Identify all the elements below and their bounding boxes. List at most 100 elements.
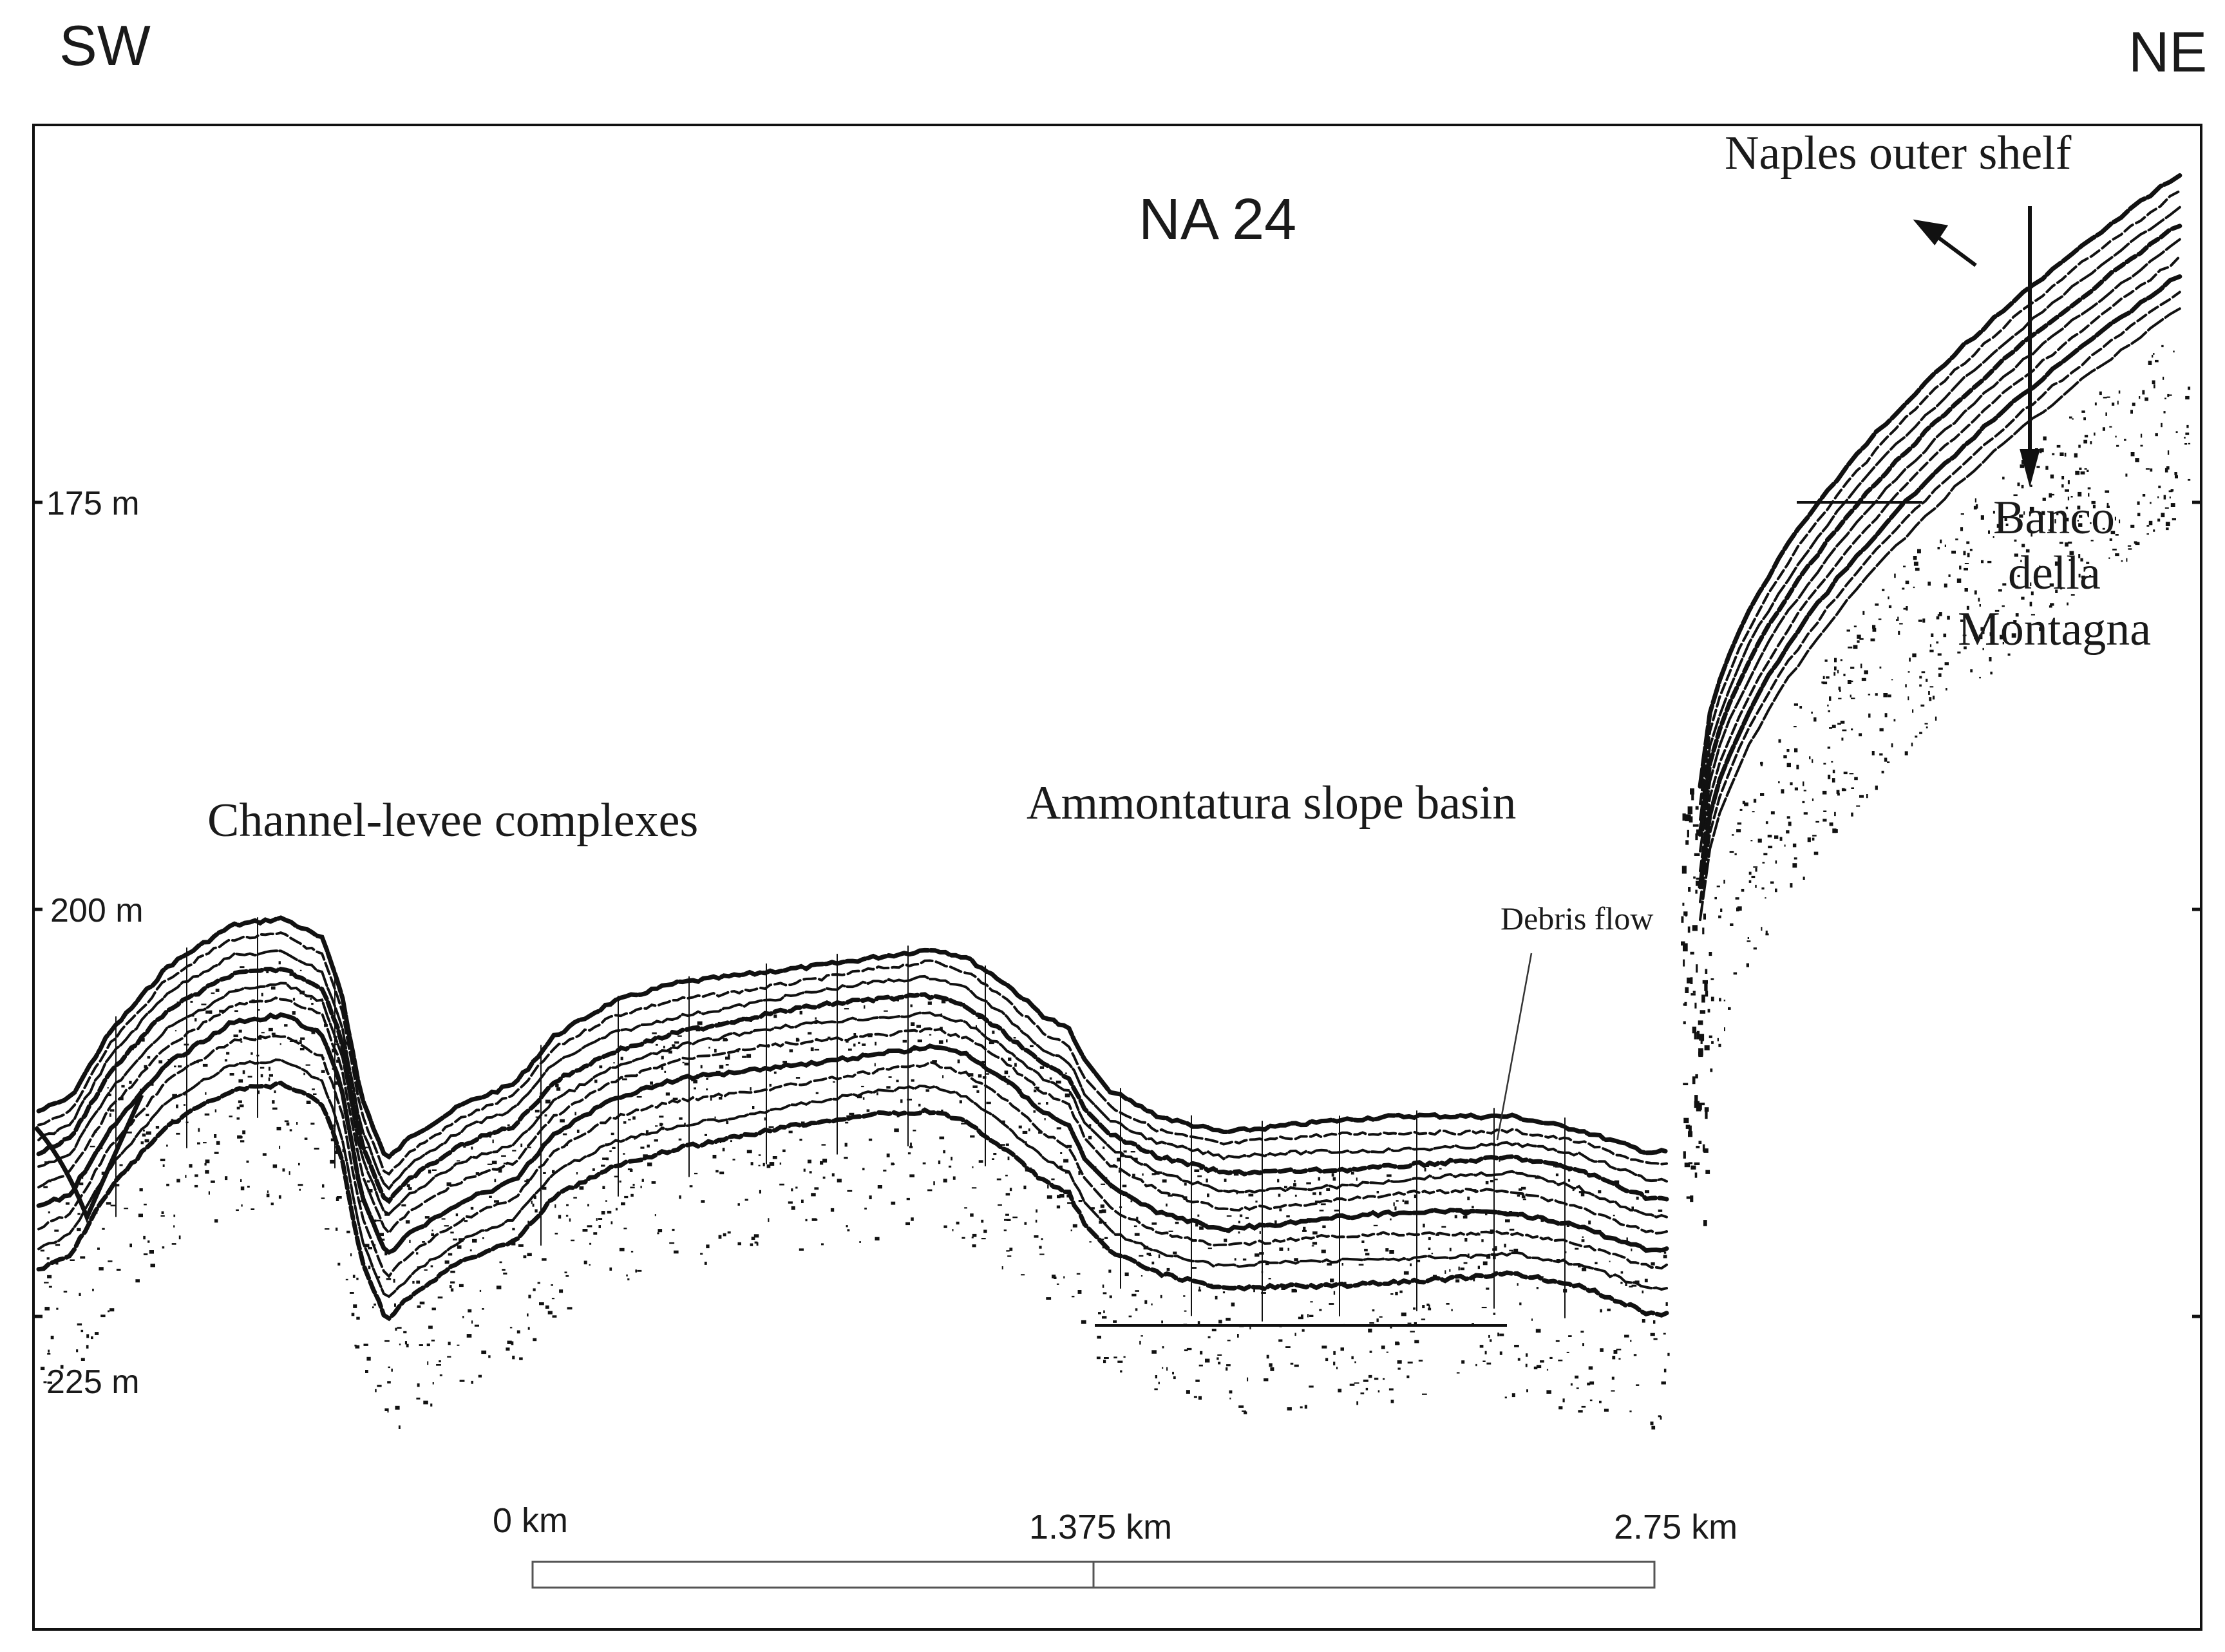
noise-dot bbox=[1663, 1369, 1667, 1372]
noise-dot bbox=[1533, 1366, 1538, 1370]
noise-dot bbox=[176, 1179, 180, 1182]
noise-dot bbox=[970, 1213, 974, 1217]
noise-dot bbox=[928, 998, 931, 1001]
noise-dot bbox=[184, 1104, 185, 1106]
noise-dot bbox=[355, 1345, 360, 1349]
noise-dot bbox=[1110, 1186, 1115, 1189]
noise-dot bbox=[1854, 777, 1858, 781]
noise-dot bbox=[1884, 713, 1888, 717]
noise-dot bbox=[1705, 969, 1708, 974]
noise-dot bbox=[1851, 698, 1855, 699]
noise-dot bbox=[176, 1132, 180, 1135]
noise-dot bbox=[1915, 736, 1918, 738]
noise-dot bbox=[502, 1269, 506, 1271]
noise-dot bbox=[939, 1136, 945, 1139]
noise-dot bbox=[1294, 1364, 1299, 1367]
noise-dot bbox=[1256, 1226, 1258, 1228]
noise-dot bbox=[1302, 1329, 1305, 1332]
noise-dot bbox=[1850, 694, 1851, 698]
noise-dot bbox=[1386, 1351, 1388, 1353]
noise-dot bbox=[647, 1144, 650, 1148]
noise-speckle bbox=[40, 345, 2191, 1430]
noise-dot bbox=[386, 1278, 392, 1280]
noise-dot bbox=[1354, 1361, 1356, 1363]
noise-dot bbox=[1947, 616, 1950, 620]
noise-dot bbox=[814, 1187, 819, 1190]
noise-dot bbox=[1575, 1375, 1579, 1379]
noise-dot bbox=[1838, 698, 1842, 699]
noise-dot bbox=[395, 1405, 400, 1410]
noise-dot bbox=[2079, 468, 2082, 470]
noise-dot bbox=[2087, 470, 2089, 472]
noise-dot bbox=[1803, 812, 1808, 815]
noise-dot bbox=[2117, 401, 2119, 405]
noise-dot bbox=[1218, 1320, 1222, 1324]
noise-dot bbox=[322, 1057, 325, 1059]
shelf-reflector-line bbox=[1699, 205, 2181, 821]
noise-dot bbox=[941, 1000, 946, 1003]
noise-dot bbox=[395, 1327, 397, 1331]
noise-dot bbox=[1938, 673, 1942, 677]
noise-dot bbox=[722, 1148, 725, 1152]
noise-dot bbox=[119, 1164, 123, 1166]
noise-dot bbox=[1753, 866, 1758, 868]
noise-dot bbox=[640, 1146, 645, 1149]
noise-dot bbox=[1363, 1380, 1368, 1382]
noise-dot bbox=[368, 1266, 371, 1269]
noise-dot bbox=[240, 1140, 245, 1143]
noise-dot bbox=[2188, 442, 2191, 444]
noise-dot bbox=[147, 1056, 151, 1059]
noise-dot bbox=[240, 1186, 245, 1191]
noise-dot bbox=[704, 1262, 707, 1265]
noise-dot bbox=[2078, 491, 2082, 497]
noise-dot bbox=[1750, 840, 1753, 842]
noise-dot bbox=[1467, 1253, 1470, 1256]
noise-dot bbox=[1683, 943, 1688, 952]
noise-dot bbox=[1710, 996, 1714, 1002]
noise-dot bbox=[1307, 1218, 1312, 1220]
noise-dot bbox=[298, 1163, 300, 1166]
noise-dot bbox=[589, 1242, 592, 1245]
noise-dot bbox=[589, 1264, 591, 1266]
noise-dot bbox=[1326, 1188, 1330, 1191]
shelf-reflector-line bbox=[1698, 223, 2182, 837]
noise-dot bbox=[1007, 1255, 1012, 1257]
noise-dot bbox=[1428, 1248, 1431, 1250]
noise-dot bbox=[2089, 575, 2092, 577]
noise-dot bbox=[384, 1213, 390, 1216]
noise-dot bbox=[190, 1000, 193, 1003]
noise-dot bbox=[764, 1117, 766, 1121]
noise-dot bbox=[1688, 1131, 1693, 1137]
noise-dot bbox=[1294, 1258, 1298, 1262]
noise-dot bbox=[544, 1114, 547, 1117]
noise-dot bbox=[620, 1056, 623, 1061]
noise-dot bbox=[369, 1175, 372, 1178]
noise-dot bbox=[1449, 1269, 1451, 1272]
noise-dot bbox=[1056, 1283, 1059, 1285]
noise-dot bbox=[1197, 1214, 1200, 1217]
noise-dot bbox=[1057, 1195, 1061, 1199]
noise-dot bbox=[466, 1334, 472, 1338]
noise-dot bbox=[527, 1220, 529, 1225]
noise-dot bbox=[1633, 1354, 1637, 1356]
noise-dot bbox=[270, 1202, 274, 1206]
noise-dot bbox=[106, 1202, 111, 1205]
noise-dot bbox=[1851, 787, 1854, 789]
noise-dot bbox=[623, 1121, 627, 1124]
noise-dot bbox=[672, 1044, 676, 1047]
noise-dot bbox=[2102, 527, 2105, 530]
noise-dot bbox=[509, 1327, 513, 1329]
noise-dot bbox=[766, 1164, 771, 1168]
noise-dot bbox=[304, 1137, 308, 1140]
noise-dot bbox=[833, 1081, 835, 1083]
noise-dot bbox=[2172, 518, 2176, 520]
noise-dot bbox=[279, 1043, 281, 1045]
noise-dot bbox=[1555, 1173, 1558, 1177]
noise-dot bbox=[1841, 788, 1845, 792]
noise-dot bbox=[1402, 1199, 1405, 1202]
noise-dot bbox=[1631, 1248, 1633, 1251]
noise-dot bbox=[2064, 452, 2067, 457]
noise-dot bbox=[1695, 889, 1698, 894]
noise-dot bbox=[198, 1128, 200, 1132]
noise-dot bbox=[821, 1144, 826, 1146]
